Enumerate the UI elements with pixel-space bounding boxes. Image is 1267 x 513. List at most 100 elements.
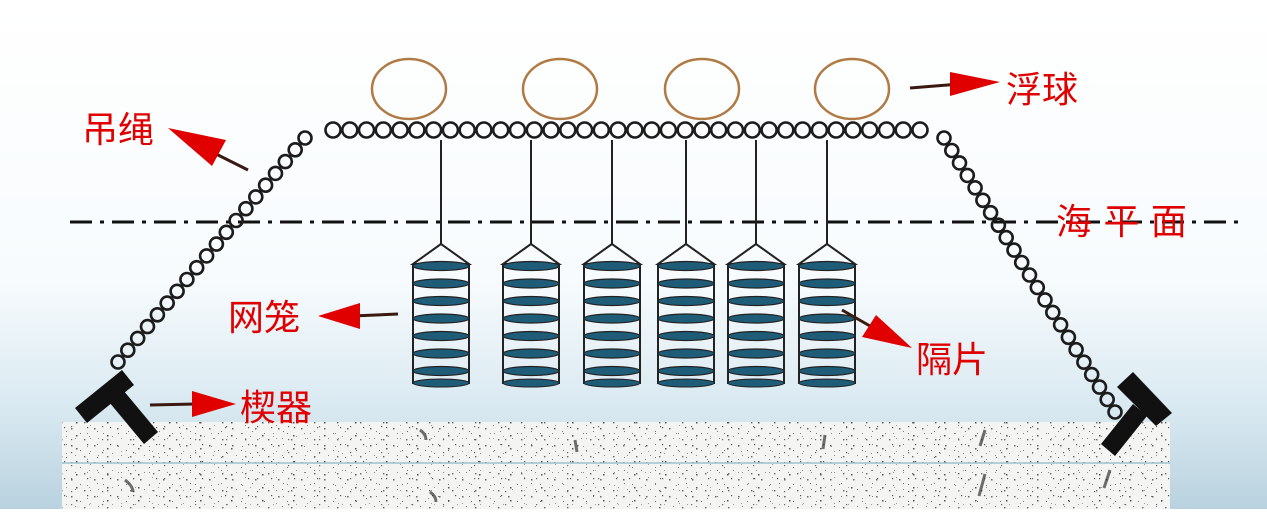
cage-divider bbox=[412, 330, 470, 342]
chain-link bbox=[169, 283, 185, 300]
chain-link bbox=[1045, 304, 1061, 321]
label-divider: 隔片 bbox=[916, 340, 988, 381]
cage bbox=[580, 242, 644, 388]
chain-link bbox=[198, 248, 215, 264]
cage-divider bbox=[502, 348, 560, 359]
chain-link bbox=[1021, 267, 1038, 283]
hanger-lines bbox=[440, 140, 828, 244]
cage-divider bbox=[727, 348, 785, 359]
cage-divider bbox=[583, 295, 641, 307]
float-ball bbox=[813, 57, 891, 121]
chain-link bbox=[936, 130, 952, 146]
chain-link bbox=[287, 142, 304, 158]
cage-divider bbox=[798, 295, 856, 307]
cage-divider bbox=[727, 365, 785, 377]
chain-link bbox=[1052, 316, 1069, 333]
chain-link bbox=[877, 121, 896, 139]
chain-link bbox=[340, 121, 359, 139]
rope-chains bbox=[110, 121, 1123, 420]
cage-divider bbox=[502, 330, 560, 342]
cage-divider bbox=[657, 365, 715, 377]
chain-link bbox=[248, 189, 264, 205]
cage-divider bbox=[657, 348, 715, 359]
chain-link bbox=[1083, 366, 1100, 383]
chain-link bbox=[277, 153, 294, 170]
cage bbox=[654, 242, 718, 388]
chain-link bbox=[609, 121, 627, 139]
cage-divider bbox=[412, 348, 470, 359]
chain-link bbox=[324, 121, 342, 139]
cage-divider bbox=[657, 260, 715, 272]
cage-divider bbox=[412, 365, 470, 377]
chain-link bbox=[558, 121, 577, 139]
chain-link bbox=[998, 229, 1015, 246]
cage-divider bbox=[657, 278, 715, 289]
cage bbox=[409, 242, 473, 388]
chain-link bbox=[1068, 341, 1084, 358]
cage-divider bbox=[502, 313, 560, 324]
cage-divider bbox=[657, 313, 715, 324]
cage-divider bbox=[657, 295, 715, 307]
cage-divider bbox=[798, 365, 856, 377]
anchor-left bbox=[75, 370, 158, 444]
label-hanging-rope: 吊绳 bbox=[82, 110, 154, 151]
cage-divider bbox=[583, 260, 641, 272]
chain-link bbox=[709, 121, 728, 139]
cage bbox=[795, 242, 859, 388]
chain-link bbox=[793, 121, 812, 139]
chain-link bbox=[357, 121, 376, 139]
chain-link bbox=[218, 224, 235, 241]
cage-divider bbox=[798, 330, 856, 342]
cage-divider bbox=[727, 295, 785, 307]
chain-link bbox=[827, 121, 845, 139]
chain-link bbox=[525, 121, 544, 139]
chain-link bbox=[575, 121, 594, 139]
cage-divider bbox=[502, 278, 560, 289]
cage-divider bbox=[412, 295, 470, 307]
chain-link bbox=[982, 204, 999, 221]
chain-link bbox=[642, 121, 661, 139]
cage-divider bbox=[657, 330, 715, 342]
chain-link bbox=[475, 121, 493, 139]
chain-link bbox=[208, 236, 225, 252]
arrow-hanging-rope bbox=[168, 128, 249, 172]
cage-divider bbox=[412, 278, 470, 289]
chain-link bbox=[408, 121, 426, 139]
chain-link bbox=[760, 121, 778, 139]
chain-link bbox=[188, 259, 205, 276]
chain-link bbox=[1013, 254, 1030, 271]
cage-divider bbox=[583, 278, 641, 289]
cage-divider bbox=[727, 313, 785, 324]
cage-divider bbox=[798, 348, 856, 359]
chain-link bbox=[297, 130, 313, 146]
cage-divider bbox=[583, 365, 641, 377]
chain-link bbox=[959, 167, 976, 184]
cage bbox=[499, 242, 563, 388]
chain-link bbox=[267, 165, 284, 182]
cage-divider bbox=[583, 330, 641, 342]
cage-divider bbox=[727, 330, 785, 342]
chain-link bbox=[1029, 279, 1046, 296]
chain-link bbox=[1091, 379, 1108, 395]
chain-link bbox=[844, 121, 862, 139]
float-ball bbox=[663, 57, 741, 121]
chain-link bbox=[693, 121, 711, 139]
label-sea-level: 海 平 面 bbox=[1056, 202, 1187, 243]
chain-link bbox=[951, 155, 968, 171]
chain-link bbox=[860, 121, 879, 139]
cage-divider bbox=[412, 260, 470, 272]
cages bbox=[409, 242, 859, 388]
cage-divider bbox=[583, 378, 641, 388]
chain-link bbox=[374, 121, 393, 139]
chain-link bbox=[542, 121, 560, 139]
chain-link bbox=[911, 121, 929, 139]
chain-link bbox=[508, 121, 527, 139]
cage-divider bbox=[657, 378, 715, 388]
cage-divider bbox=[798, 260, 856, 272]
cage-divider bbox=[798, 278, 856, 289]
chain-link bbox=[159, 295, 175, 311]
chain-link bbox=[659, 121, 678, 139]
chain-link bbox=[179, 271, 195, 288]
chain-link bbox=[228, 212, 244, 229]
